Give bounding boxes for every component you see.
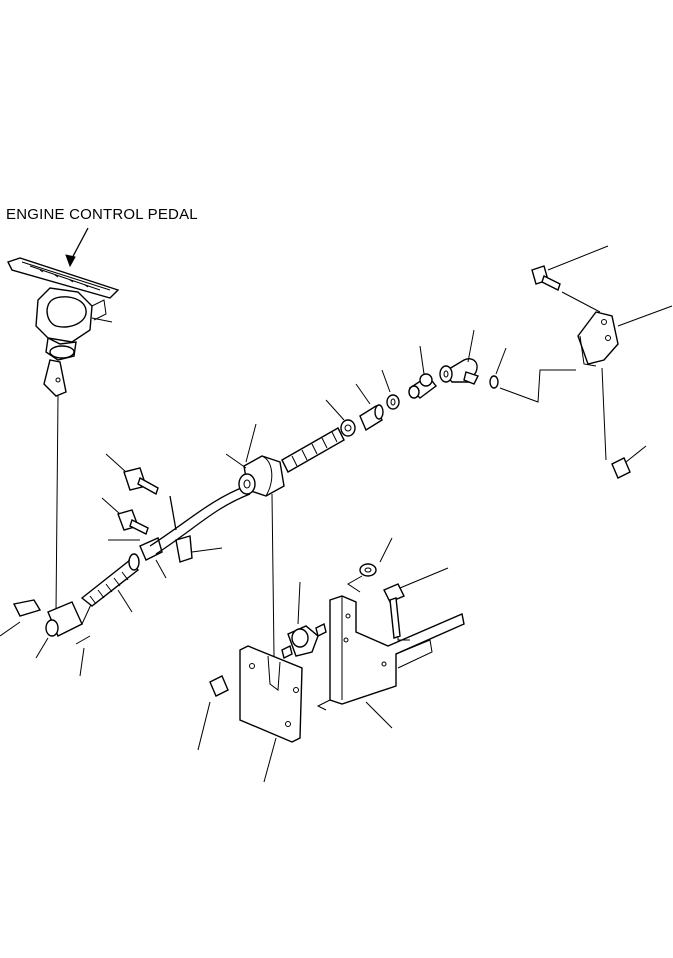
bolt-bracket bbox=[384, 568, 448, 638]
support-bracket bbox=[318, 596, 464, 728]
cable-clamp-left bbox=[108, 536, 222, 578]
cable-threaded-end-right bbox=[282, 428, 344, 472]
control-cable bbox=[150, 486, 250, 554]
bolt-top-right bbox=[532, 246, 608, 312]
nut-lower bbox=[198, 676, 228, 750]
nut-1 bbox=[326, 400, 355, 436]
clevis-assembly bbox=[0, 598, 94, 676]
cable-bracket-plate bbox=[240, 494, 302, 782]
pedal-label-leader bbox=[66, 228, 88, 266]
ball-joint bbox=[409, 346, 436, 398]
engine-control-pedal bbox=[8, 258, 118, 396]
engine-control-pedal-label: ENGINE CONTROL PEDAL bbox=[6, 206, 198, 223]
nut-right bbox=[612, 446, 646, 478]
washer-right bbox=[490, 348, 506, 388]
cable-boot bbox=[226, 424, 284, 496]
bolt-middle-left bbox=[102, 498, 148, 534]
lever-bracket bbox=[500, 306, 672, 460]
socket-elbow bbox=[440, 330, 478, 384]
washer-upper bbox=[348, 538, 392, 592]
bolt-upper-left bbox=[106, 454, 158, 494]
spacer bbox=[356, 384, 383, 430]
switch-assembly bbox=[282, 582, 326, 658]
cable-threaded-end-left bbox=[82, 554, 139, 612]
nut-2 bbox=[382, 370, 399, 409]
pedal-rod-line bbox=[56, 396, 58, 612]
